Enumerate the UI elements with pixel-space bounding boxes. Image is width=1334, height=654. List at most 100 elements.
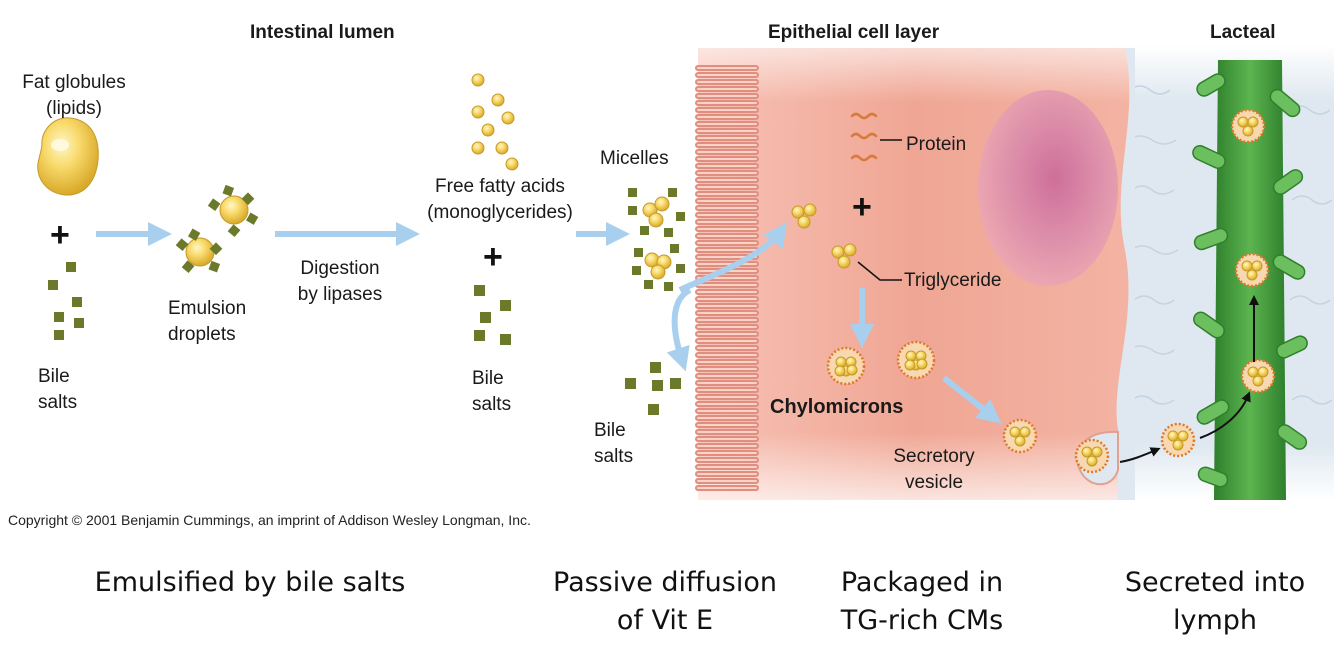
microvillus [695,317,759,323]
microvillus [695,352,759,358]
microvillus [695,170,759,176]
microvillus [695,149,759,155]
bile-salts-group-3 [625,362,681,415]
microvillus [695,401,759,407]
microvillus [695,289,759,295]
microvillus [695,93,759,99]
bile-salts-group-2 [474,285,511,345]
chylomicron-lipid [1242,125,1254,137]
microvillus [695,380,759,386]
chylomicron-lipid [1177,430,1189,442]
microvillus [695,282,759,288]
microvillus [695,485,759,491]
microvillus [695,177,759,183]
microvillus [695,240,759,246]
microvillus [695,156,759,162]
secretion-arrows [1119,295,1259,463]
label-fat-globules: Fat globules(lipids) [22,72,126,119]
chylomicron-lipid [1019,426,1031,438]
microvillus [695,233,759,239]
microvillus [695,366,759,372]
microvillus [695,471,759,477]
epithelial-cell [698,48,1135,500]
header-epithelial-layer: Epithelial cell layer [768,22,940,43]
chylomicron-lipid [1172,439,1184,451]
protein-strands [850,112,878,162]
microvillus [695,142,759,148]
microvillus [695,324,759,330]
microvillus [695,387,759,393]
microvillus [695,443,759,449]
microvillus [695,107,759,113]
chylomicron-lipid [1241,260,1253,272]
copyright-notice: Copyright © 2001 Benjamin Cummings, an i… [8,512,531,528]
microvillus [695,457,759,463]
absorbed-lipids [791,203,857,269]
microvillus [695,338,759,344]
microvillus [695,184,759,190]
plus-sign-2: + [483,238,503,276]
chylomicron-lipid [1014,435,1026,447]
microvillus [695,135,759,141]
microvillus [695,114,759,120]
microvillus [695,212,759,218]
microvillus [695,408,759,414]
plus-sign-1: + [50,216,70,254]
free-fatty-acids [471,73,519,171]
chylomicron-lipid [846,364,858,376]
microvillus [695,422,759,428]
microvillus [695,464,759,470]
chylomicron-lipid [1081,446,1093,458]
chylomicron-lipid [1091,446,1103,458]
microvillus [695,303,759,309]
microvillus [695,450,759,456]
label-leaders [857,139,902,281]
label-triglyceride: Triglyceride [904,270,1002,291]
bile-salts-group-1 [48,262,84,340]
microvillus [695,429,759,435]
label-free-fatty-acids: Free fatty acids(monoglycerides) [427,176,573,223]
microvillus [695,247,759,253]
chylomicron-lipid [916,358,928,370]
chylomicron-lipid [1237,116,1249,128]
emulsion-droplets [175,184,259,274]
chylomicron-lipid [905,350,917,362]
chylomicron-lipid [1251,260,1263,272]
chylomicron-lipid [1086,455,1098,467]
chylomicron-lipid [1247,116,1259,128]
header-intestinal-lumen: Intestinal lumen [250,22,395,43]
fat-globule [37,117,99,196]
microvillus [695,65,759,71]
chylomicron-lipid [834,365,846,377]
plus-sign-3: + [852,188,872,226]
microvillus [695,345,759,351]
microvillus [695,86,759,92]
label-protein: Protein [906,134,967,155]
microvillus [695,359,759,365]
microvillus [695,310,759,316]
microvillus [695,121,759,127]
microvillus [695,296,759,302]
chylomicrons [826,108,1276,474]
chylomicron-lipid [904,359,916,371]
microvillus [695,331,759,337]
nucleus [978,90,1118,286]
chylomicron-lipid [1257,366,1269,378]
microvillus [695,478,759,484]
microvillus [695,198,759,204]
microvillus [695,72,759,78]
chylomicron-lipid [1009,426,1021,438]
label-micelles: Micelles [600,148,669,169]
chylomicron-lipid [1167,430,1179,442]
microvillus [695,79,759,85]
process-arrows [96,222,1002,424]
microvilli [695,65,759,491]
